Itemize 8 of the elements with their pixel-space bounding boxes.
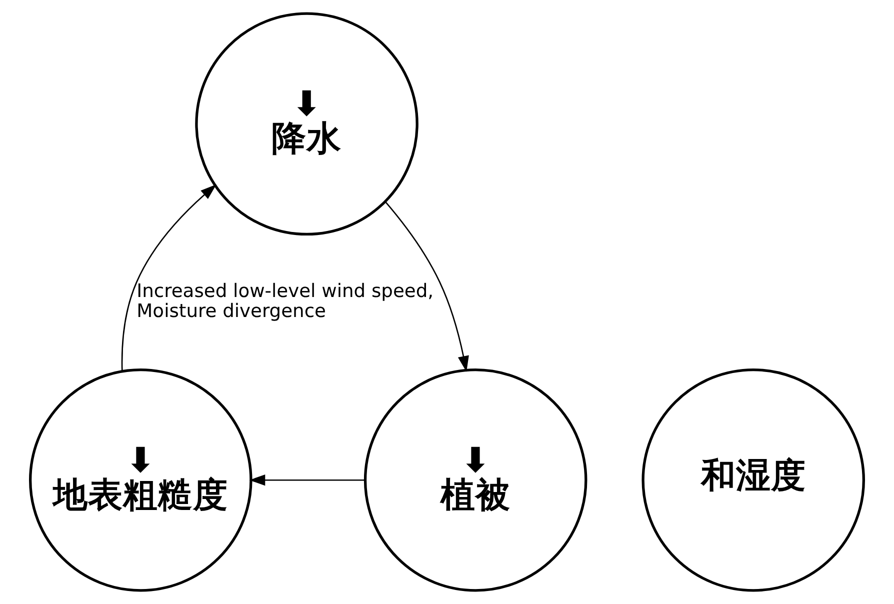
node-circle: ⬇ 地表粗糙度 [28,368,252,592]
arrow [121,184,216,371]
node-circle: 和湿度 [642,368,866,592]
node-circle: ⬇ 植被 [364,368,588,592]
node-circle: ⬇ 降水 [195,12,418,236]
edge-label: Increased low-level wind speed, Moisture divergence [136,280,434,322]
arrow [249,474,366,486]
arrow [384,201,469,372]
